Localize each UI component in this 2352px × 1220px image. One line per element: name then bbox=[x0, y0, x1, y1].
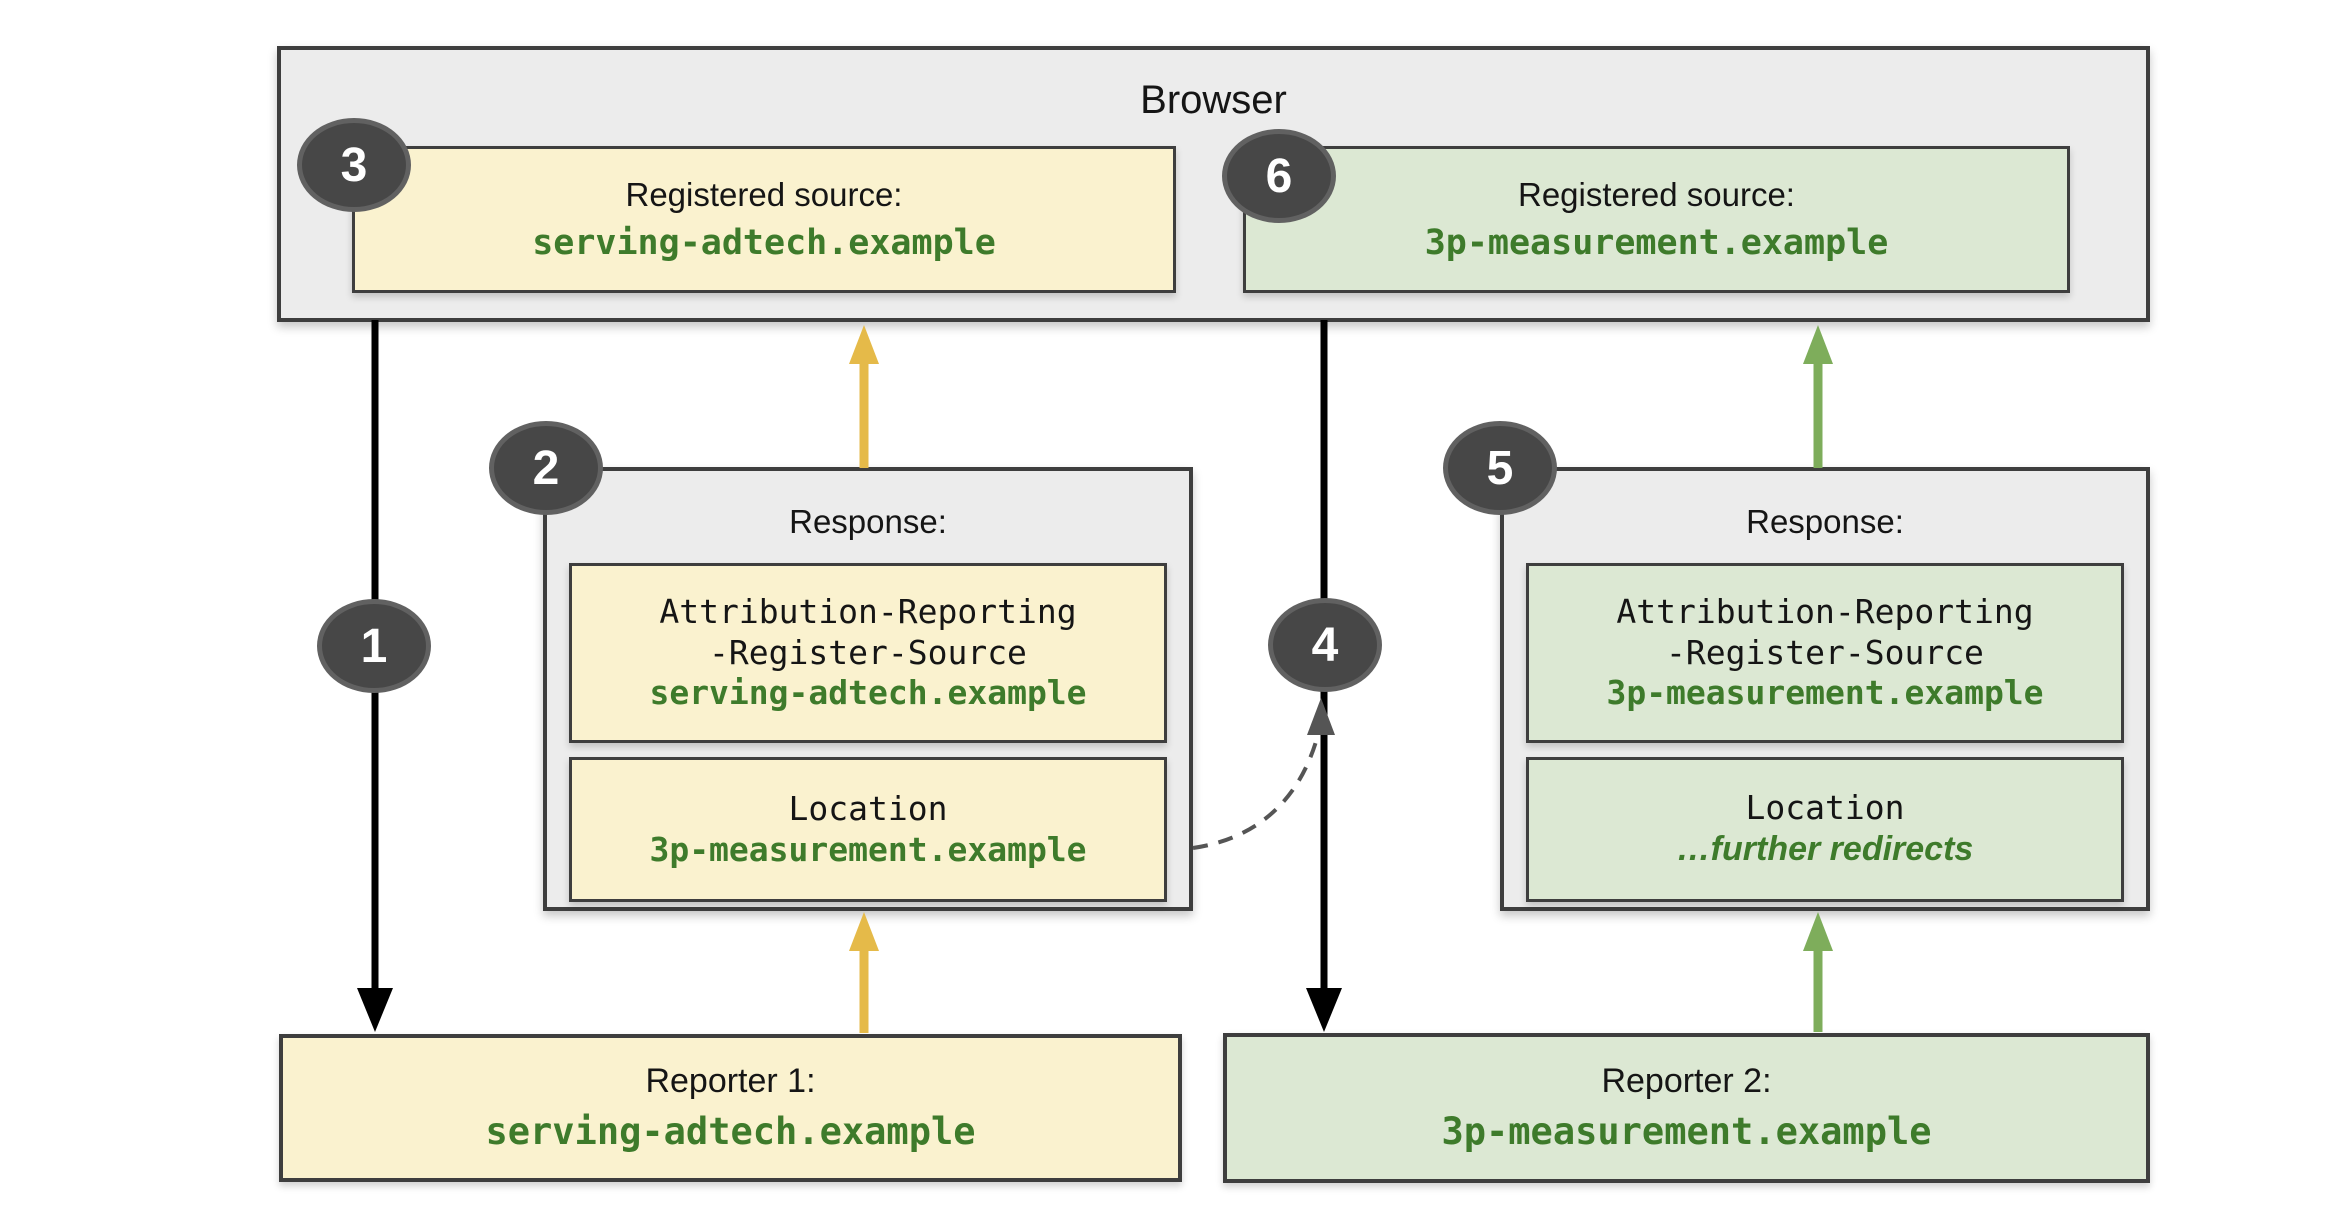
arrow-response1-browser-head bbox=[849, 325, 879, 364]
response-2-location-value: …further redirects bbox=[1676, 830, 1974, 869]
response-1-register-source-value: serving-adtech.example bbox=[649, 673, 1087, 713]
response-1-location-header: Location bbox=[788, 788, 948, 828]
response-1-header-line-1: Attribution-Reporting bbox=[659, 592, 1077, 632]
step-badge-3: 3 bbox=[297, 118, 411, 212]
response-1-title: Response: bbox=[789, 503, 947, 540]
response-1-location-box: Location 3p-measurement.example bbox=[569, 757, 1167, 902]
reporter-1-box: Reporter 1: serving-adtech.example bbox=[279, 1034, 1182, 1182]
registered-source-adtech-label: Registered source: bbox=[625, 175, 903, 213]
step-badge-5: 5 bbox=[1443, 421, 1557, 515]
response-1-header-line-2: -Register-Source bbox=[709, 632, 1027, 672]
response-2-title: Response: bbox=[1746, 503, 1904, 540]
step-badge-6: 6 bbox=[1222, 129, 1336, 223]
response-1-location-value: 3p-measurement.example bbox=[649, 829, 1087, 869]
response-2-header-line-1: Attribution-Reporting bbox=[1616, 592, 2034, 632]
registered-source-adtech-value: serving-adtech.example bbox=[532, 223, 996, 264]
reporter-2-value: 3p-measurement.example bbox=[1441, 1110, 1932, 1154]
step-badge-1-number: 1 bbox=[360, 619, 388, 673]
registered-source-adtech-box: Registered source: serving-adtech.exampl… bbox=[352, 146, 1176, 293]
arrow-reporter1-response-head bbox=[849, 912, 879, 951]
redirect-dashed-head bbox=[1307, 698, 1335, 735]
step-badge-4: 4 bbox=[1268, 598, 1382, 692]
arrow-step4-request-head bbox=[1306, 988, 1342, 1032]
step-badge-3-number: 3 bbox=[340, 138, 368, 192]
response-2-register-source-value: 3p-measurement.example bbox=[1606, 673, 2044, 713]
registered-source-measurement-label: Registered source: bbox=[1518, 175, 1795, 213]
reporter-2-box: Reporter 2: 3p-measurement.example bbox=[1223, 1033, 2150, 1183]
response-panel-2: Response: Attribution-Reporting -Registe… bbox=[1500, 467, 2150, 911]
browser-title: Browser bbox=[1140, 78, 1287, 122]
response-1-register-source-box: Attribution-Reporting -Register-Source s… bbox=[569, 563, 1167, 743]
arrow-reporter2-response-head bbox=[1803, 912, 1833, 951]
registered-source-measurement-value: 3p-measurement.example bbox=[1424, 223, 1889, 264]
redirect-dashed-curve bbox=[1192, 721, 1323, 850]
step-badge-1: 1 bbox=[317, 599, 431, 693]
step-badge-2-number: 2 bbox=[532, 441, 560, 495]
step-badge-2: 2 bbox=[489, 421, 603, 515]
response-2-location-box: Location …further redirects bbox=[1526, 757, 2124, 902]
arrow-step1-request-head bbox=[357, 988, 393, 1032]
arrow-response2-browser-head bbox=[1803, 325, 1833, 364]
step-badge-4-number: 4 bbox=[1311, 618, 1339, 672]
response-panel-1: Response: Attribution-Reporting -Registe… bbox=[543, 467, 1193, 911]
step-badge-5-number: 5 bbox=[1486, 441, 1514, 495]
response-2-header-line-2: -Register-Source bbox=[1666, 632, 1984, 672]
response-2-register-source-box: Attribution-Reporting -Register-Source 3… bbox=[1526, 563, 2124, 743]
response-2-location-header: Location bbox=[1745, 787, 1905, 827]
step-badge-6-number: 6 bbox=[1265, 149, 1293, 203]
reporter-1-value: serving-adtech.example bbox=[485, 1110, 976, 1154]
reporter-2-label: Reporter 2: bbox=[1601, 1062, 1772, 1101]
registered-source-measurement-box: Registered source: 3p-measurement.exampl… bbox=[1243, 146, 2070, 293]
reporter-1-label: Reporter 1: bbox=[645, 1062, 816, 1101]
